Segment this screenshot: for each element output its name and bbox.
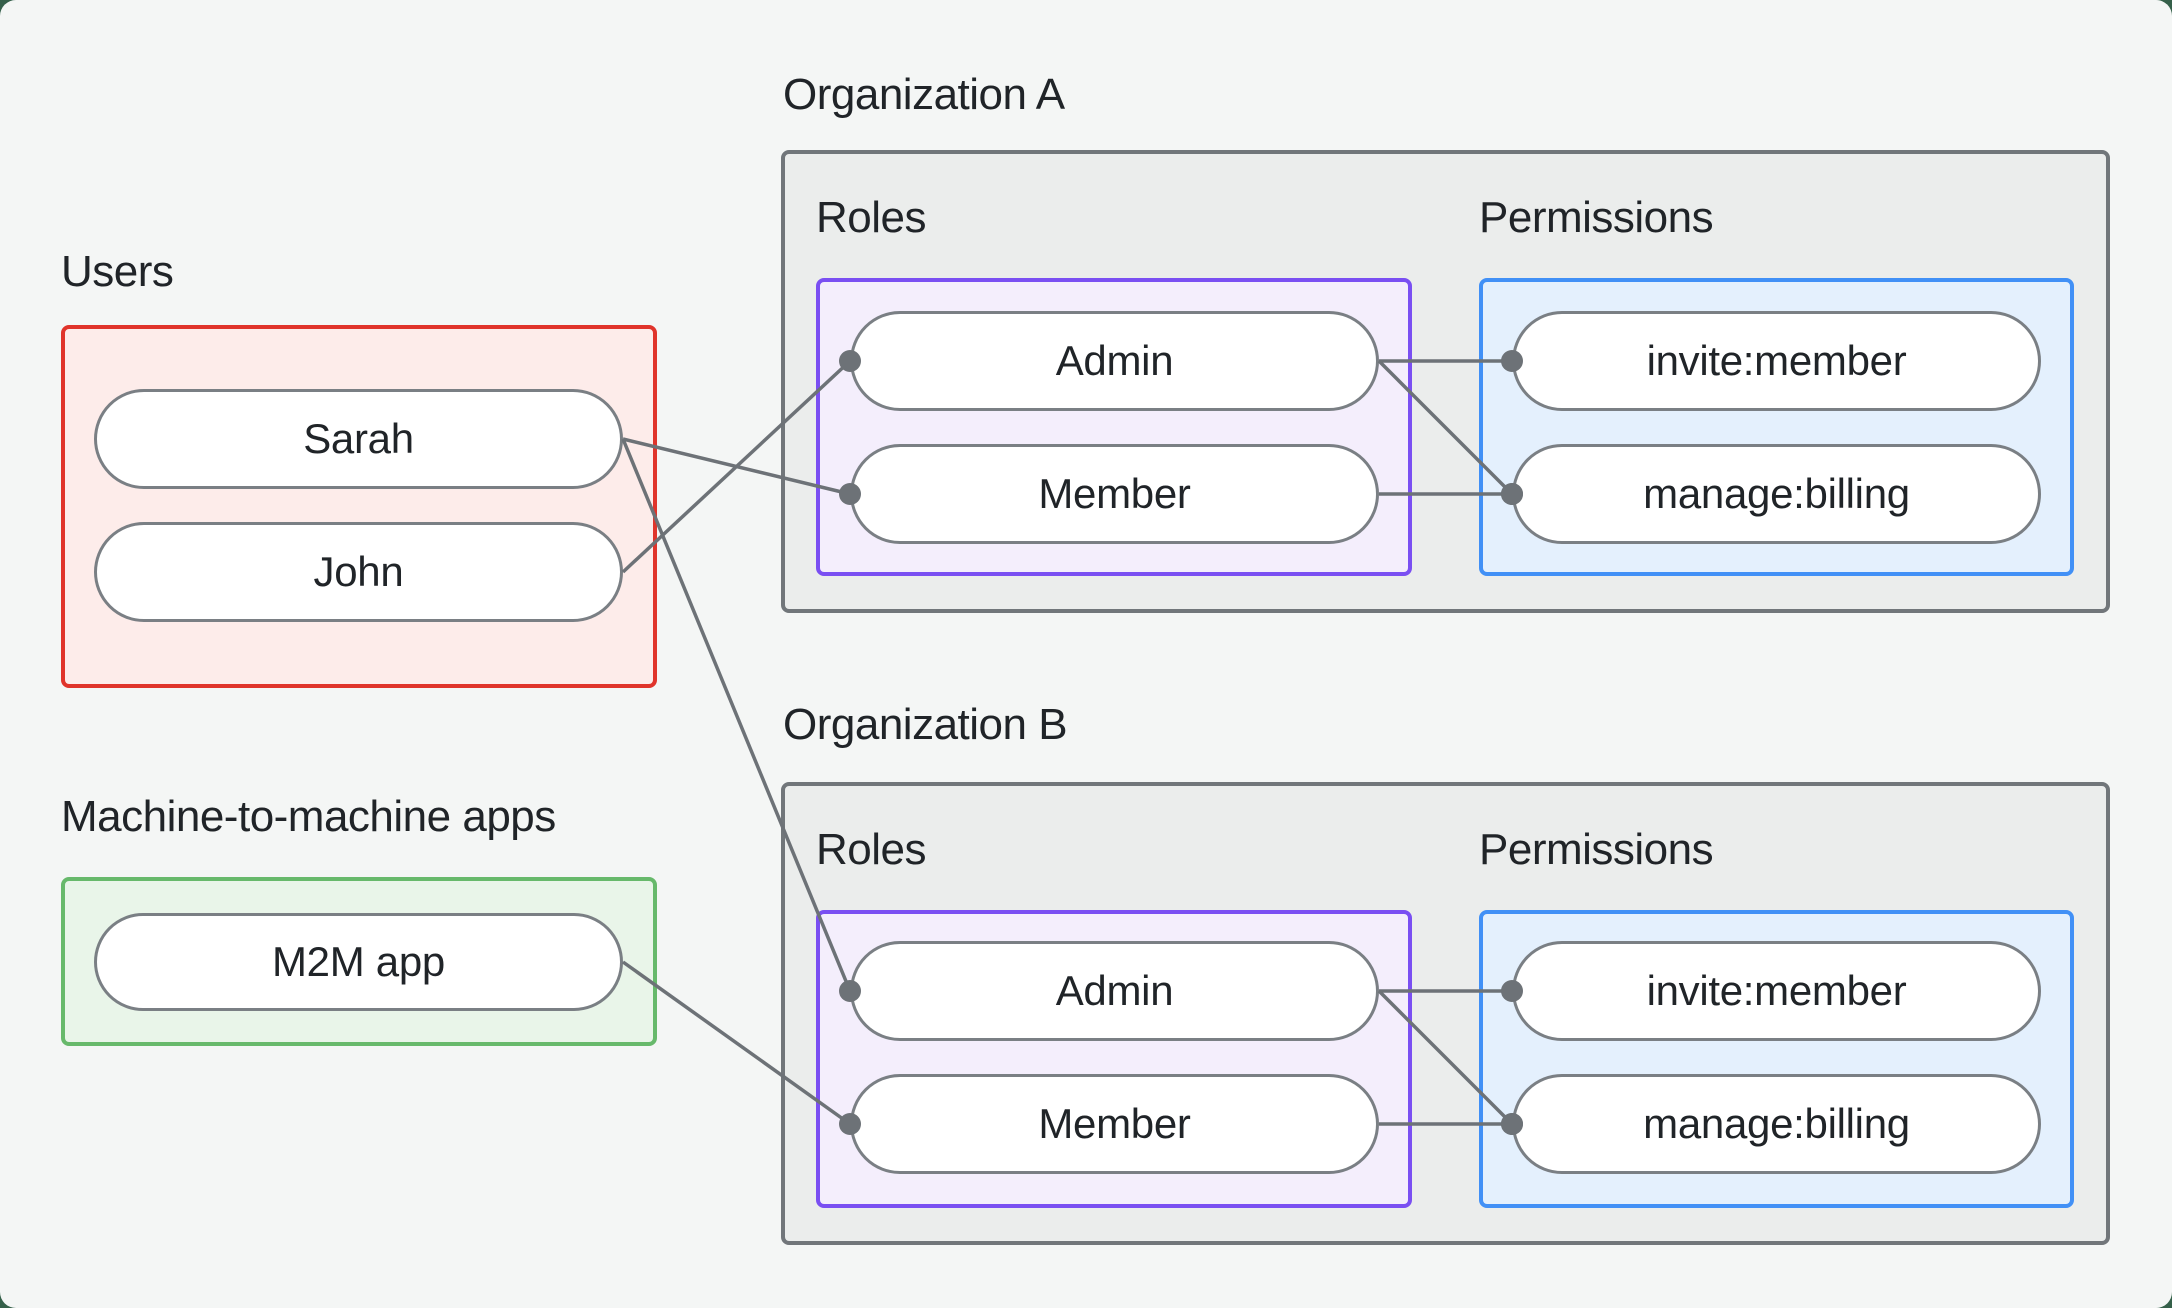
users-box [61,325,657,688]
org-b-roles-label: Roles [816,825,927,874]
org-a-roles-label: Roles [816,193,927,242]
m2m-section-label: Machine-to-machine apps [61,792,556,841]
org-a-permission-pill-manage: manage:billing [1512,444,2041,544]
org-a-role-pill-member: Member [850,444,1379,544]
org-b-permissions-label: Permissions [1479,825,1714,874]
org-a-permission-pill-invite: invite:member [1512,311,2041,411]
org-a-title: Organization A [783,70,1065,119]
user-pill-john: John [94,522,623,622]
org-b-permission-pill-invite: invite:member [1512,941,2041,1041]
org-a-role-pill-admin: Admin [850,311,1379,411]
user-pill-sarah: Sarah [94,389,623,489]
m2m-app-pill: M2M app [94,913,623,1011]
org-b-role-pill-admin: Admin [850,941,1379,1041]
org-b-permission-pill-manage: manage:billing [1512,1074,2041,1174]
org-a-permissions-label: Permissions [1479,193,1714,242]
org-b-title: Organization B [783,700,1068,749]
org-b-role-pill-member: Member [850,1074,1379,1174]
users-section-label: Users [61,247,174,296]
